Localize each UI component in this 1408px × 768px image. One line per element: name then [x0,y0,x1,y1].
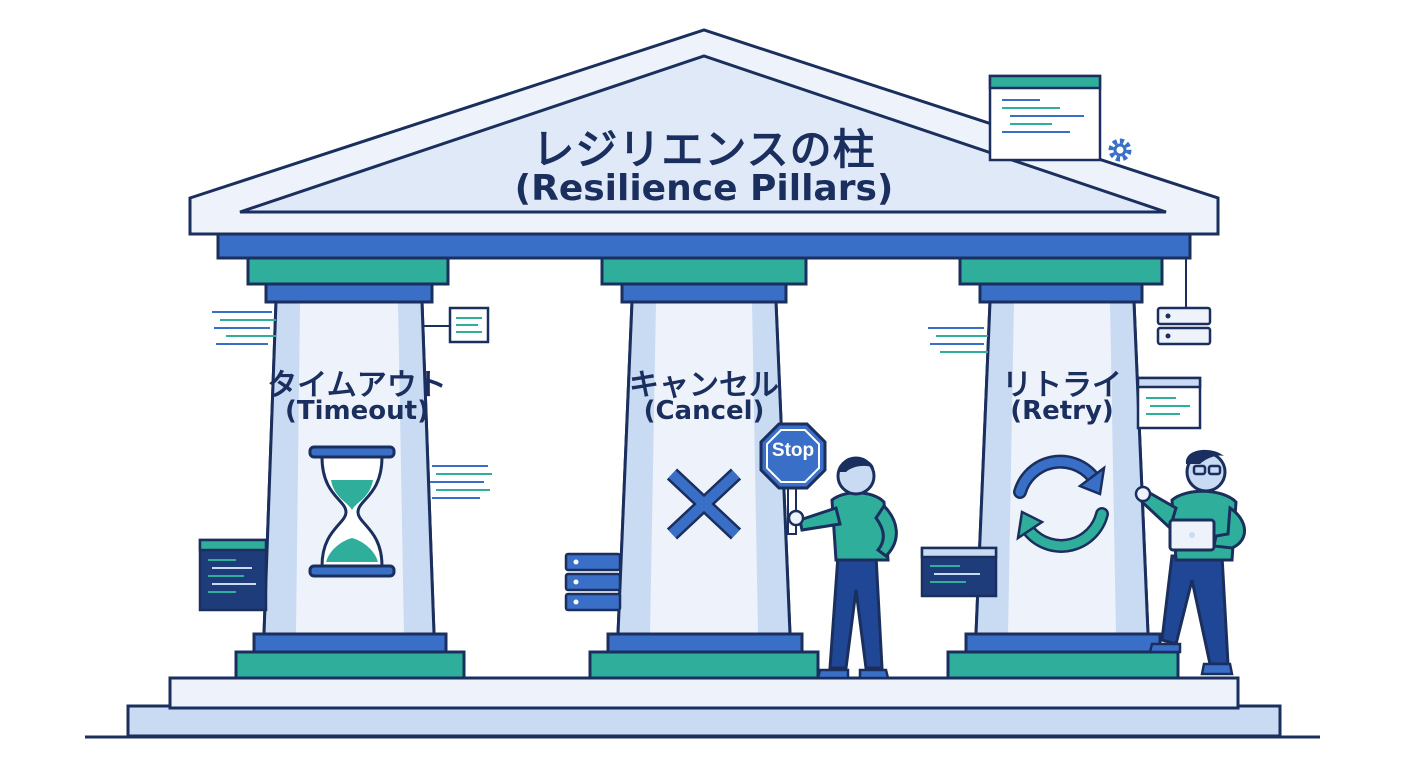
pillar-label-en-retry: (Retry) [1010,396,1114,426]
stop-sign-label: Stop [771,440,815,461]
entablature-band [216,232,1192,260]
roof-inner [239,54,1167,214]
pillar-label-en-cancel: (Cancel) [643,396,765,426]
refresh-arrows-icon [1013,454,1109,553]
server-stack-icon-right [1156,258,1212,346]
bottom-step [126,704,1282,738]
person-with-laptop [1134,449,1246,676]
gear-icon [1108,138,1132,162]
person-with-stop-sign [787,456,898,680]
pillar-label-jp-cancel: キャンセル [629,368,779,403]
code-window-icon [988,74,1102,162]
diagram-title-en: (Resilience Pillars) [514,168,894,209]
top-step [168,676,1240,710]
pillar-label-jp-retry: リトライ [1002,368,1122,403]
document-icon-right [1136,376,1202,430]
speed-lines-left [212,311,276,345]
pillar-timeout [234,256,466,680]
speed-lines-right [928,327,988,353]
x-mark-icon [666,468,742,540]
pillar-label-en-timeout: (Timeout) [285,396,429,426]
diagram-title-jp: レジリエンスの柱 [532,125,876,174]
terminal-window-right [920,546,998,598]
server-stack-icon-middle [564,552,622,612]
pillar-cancel [588,256,820,680]
speed-lines-mid-left [430,465,492,499]
stop-sign [759,422,827,535]
document-icon-left [424,306,490,344]
hourglass-icon [308,445,396,578]
pillar-label-jp-timeout: タイムアウト [267,368,447,403]
terminal-window-left [198,538,268,612]
